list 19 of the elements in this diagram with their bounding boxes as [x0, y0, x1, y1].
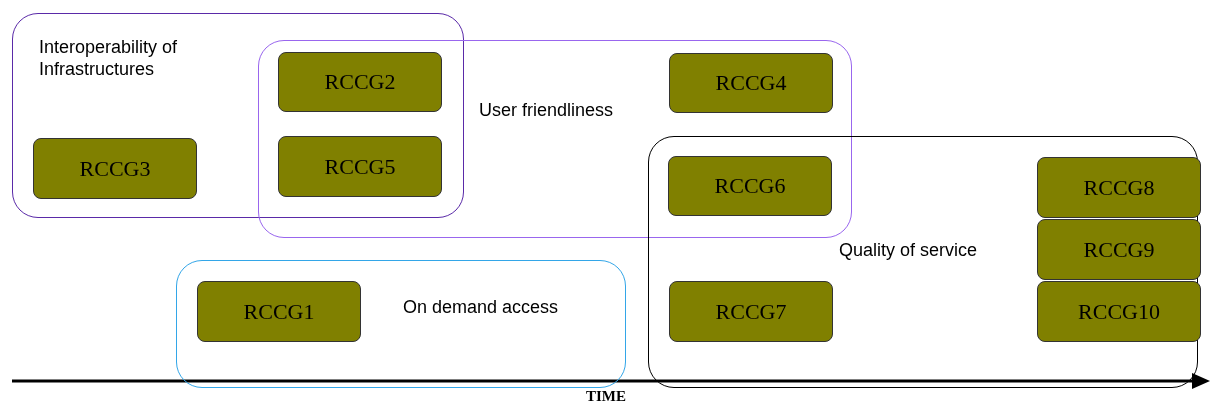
process-box: RCCG6	[668, 156, 832, 216]
process-box: RCCG4	[669, 53, 833, 113]
group-title: On demand access	[403, 296, 560, 318]
process-box: RCCG2	[278, 52, 442, 112]
group-title: Quality of service	[839, 239, 979, 261]
process-box: RCCG7	[669, 281, 833, 342]
process-box: RCCG8	[1037, 157, 1201, 218]
group-outline	[176, 260, 626, 388]
axis-label: TIME	[585, 388, 627, 405]
group-outline	[648, 136, 1198, 388]
group-outline	[12, 13, 464, 218]
process-box: RCCG3	[33, 138, 197, 199]
group-outline	[258, 40, 852, 238]
group-title: Interoperability of Infrastructures	[39, 36, 179, 80]
process-box: RCCG1	[197, 281, 361, 342]
process-box: RCCG5	[278, 136, 442, 197]
group-title: User friendliness	[479, 99, 615, 121]
process-box: RCCG9	[1037, 219, 1201, 280]
process-box: RCCG10	[1037, 281, 1201, 342]
